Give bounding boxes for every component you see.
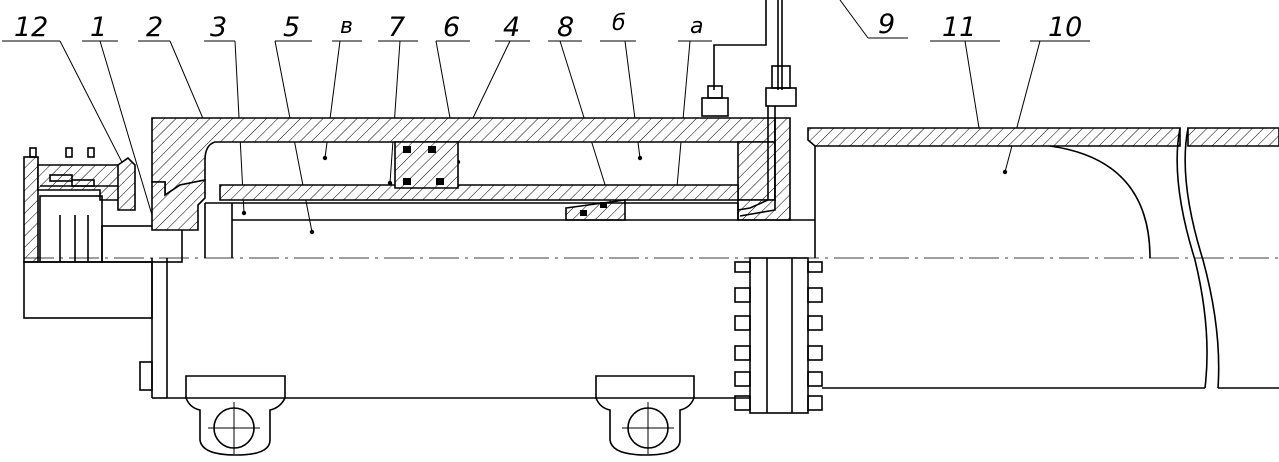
lower-outline (24, 257, 1279, 399)
label-9: 9 (878, 9, 895, 40)
trunnion-lug-right (595, 375, 695, 456)
label-12: 12 (14, 12, 48, 43)
label-a: а (690, 14, 703, 39)
flange (734, 257, 823, 414)
label-8: 8 (557, 12, 574, 43)
label-11: 11 (942, 12, 976, 43)
right-tube (807, 127, 1279, 389)
label-6: 6 (443, 12, 460, 43)
label-1: 1 (90, 12, 107, 43)
cylinder-body (151, 117, 815, 258)
label-3: 3 (210, 12, 227, 43)
part-labels: 12 1 2 3 5 в 7 6 4 8 б а 9 11 10 (14, 9, 1082, 43)
label-4: 4 (503, 12, 520, 43)
label-5: 5 (283, 12, 300, 43)
left-end-assembly (23, 147, 183, 319)
label-2: 2 (146, 12, 163, 43)
label-7: 7 (388, 12, 405, 43)
label-10: 10 (1048, 12, 1082, 43)
label-b: б (612, 11, 626, 36)
hydraulic-lines (701, 0, 797, 217)
trunnion-lug-left (185, 375, 286, 456)
label-v: в (340, 14, 353, 39)
